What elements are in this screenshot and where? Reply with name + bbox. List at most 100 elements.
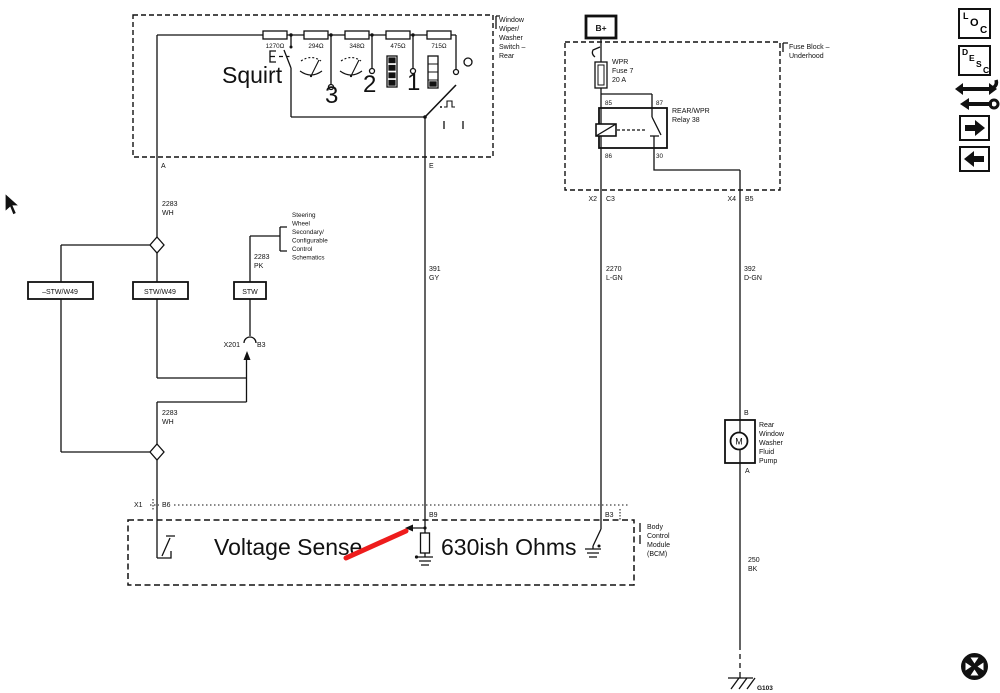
bcm-outline (127, 519, 635, 586)
body-control-module: X1 B6 B9 B3 Body Control Module (BCM) (127, 499, 670, 586)
annotation-1: 1 (407, 69, 420, 96)
svg-text:C3: C3 (606, 196, 615, 203)
svg-text:L-GN: L-GN (606, 275, 623, 282)
next-button[interactable] (959, 115, 990, 141)
clip-icon (591, 46, 601, 58)
svg-text:Schematics: Schematics (292, 255, 325, 262)
svg-text:Module: Module (647, 542, 670, 549)
loc-button[interactable]: L O C (958, 8, 991, 39)
pin-e-label: E (429, 163, 434, 170)
contact-3 (327, 83, 335, 91)
bcm-b9-sense-resistor (405, 505, 433, 566)
svg-text:(BCM): (BCM) (647, 551, 667, 558)
svg-text:392: 392 (744, 266, 756, 273)
svg-text:Pump: Pump (759, 458, 777, 465)
wire-2283-pk-label: 2283 (254, 254, 270, 261)
resistor-value: 1270Ω (266, 43, 285, 50)
svg-text:20 A: 20 A (612, 77, 626, 84)
svg-text:Configurable: Configurable (292, 238, 328, 245)
svg-text:Underhood: Underhood (789, 53, 824, 60)
wiper-icon-2 (339, 56, 363, 78)
svg-text:30: 30 (656, 153, 664, 160)
svg-text:715Ω: 715Ω (431, 43, 447, 50)
washer-squirt-icon (269, 50, 290, 63)
svg-text:Washer: Washer (759, 440, 784, 447)
svg-text:–STW/W49: –STW/W49 (42, 289, 78, 296)
svg-text:Rear: Rear (499, 53, 515, 60)
bcm-title: Body (647, 524, 663, 531)
svg-text:WH: WH (162, 419, 174, 426)
wire-2283-wh-label: 2283 (162, 201, 178, 208)
fit-to-screen-button[interactable] (961, 653, 988, 680)
resistor-1270 (262, 30, 288, 40)
annotation-arrow (343, 528, 409, 561)
svg-text:X1: X1 (134, 502, 143, 509)
bcm-b3-driver (585, 505, 602, 558)
selector-blade (424, 84, 457, 118)
ref-box-stw-w49 (132, 281, 189, 300)
trace-wiring-button[interactable] (954, 78, 1000, 114)
svg-text:X2: X2 (588, 196, 597, 203)
label-bracket (782, 42, 788, 52)
trace-arrows-icon (955, 79, 1000, 110)
compress-arrows-icon (965, 657, 984, 676)
svg-text:Wheel: Wheel (292, 221, 310, 228)
contact-1 (409, 67, 417, 75)
speed-bar-icon-2 (427, 55, 439, 89)
label-bracket (495, 15, 500, 29)
svg-text:Wiper/: Wiper/ (499, 26, 519, 33)
washer-squirt-switch (269, 35, 293, 117)
relay-title: REAR/WPR (672, 108, 710, 115)
steering-wheel-branch: 2283 WH 2283 WH –STW/W49 STW/W49 STW Ste… (27, 35, 328, 505)
wire-392-dgn (653, 148, 741, 420)
annotation-2: 2 (363, 71, 376, 98)
fuse-label: WPR (612, 59, 628, 66)
fuse-block-title: Fuse Block – (789, 44, 830, 51)
arrow-left-icon (964, 151, 984, 167)
svg-text:Secondary/: Secondary/ (292, 229, 324, 236)
splice-diamond-1 (149, 236, 165, 254)
svg-text:B3: B3 (605, 512, 614, 519)
svg-text:G103: G103 (757, 685, 773, 692)
svg-text:GY: GY (429, 275, 439, 282)
svg-text:475Ω: 475Ω (390, 43, 406, 50)
resistor-294 (303, 30, 329, 40)
fuse-block-underhood: B+ Fuse Block – Underhood WPR Fuse 7 20 … (564, 14, 830, 203)
sense-arrow (405, 524, 413, 532)
annotation-3: 3 (325, 82, 338, 109)
svg-text:Fuse 7: Fuse 7 (612, 68, 634, 75)
svg-text:Window: Window (759, 431, 785, 438)
off-position-circle (463, 57, 473, 67)
desc-button[interactable]: D E S C (958, 45, 991, 76)
back-button[interactable] (959, 146, 990, 172)
svg-text:PK: PK (254, 263, 264, 270)
svg-text:WH: WH (162, 210, 174, 217)
svg-text:BK: BK (748, 566, 758, 573)
arrow-right-icon (965, 120, 985, 136)
annotation-ohms: 630ish Ohms (441, 534, 577, 560)
svg-text:Switch –: Switch – (499, 44, 526, 51)
svg-text:86: 86 (605, 153, 613, 160)
wire-2283-wh-label-2: 2283 (162, 410, 178, 417)
svg-text:B5: B5 (745, 196, 754, 203)
svg-text:M: M (735, 437, 743, 447)
annotation-squirt: Squirt (222, 62, 283, 88)
note-bracket (279, 226, 287, 252)
bcm-b6-driver (156, 505, 175, 559)
splice-diamond-2 (149, 443, 165, 461)
svg-text:Washer: Washer (499, 35, 524, 42)
svg-text:294Ω: 294Ω (308, 43, 324, 50)
svg-text:Control: Control (647, 533, 670, 540)
svg-text:D-GN: D-GN (744, 275, 762, 282)
svg-text:Control: Control (292, 246, 312, 253)
pin-a-label: A (161, 163, 166, 170)
svg-text:85: 85 (605, 100, 613, 107)
contact-2 (368, 67, 376, 75)
svg-text:87: 87 (656, 100, 664, 107)
svg-text:X4: X4 (727, 196, 736, 203)
user-annotations: Squirt 3 2 1 Voltage Sense 630ish Ohms (214, 62, 577, 561)
svg-text:STW: STW (242, 289, 258, 296)
relay-contact (650, 116, 662, 148)
ref-box-neg-stw-w49 (27, 281, 94, 300)
